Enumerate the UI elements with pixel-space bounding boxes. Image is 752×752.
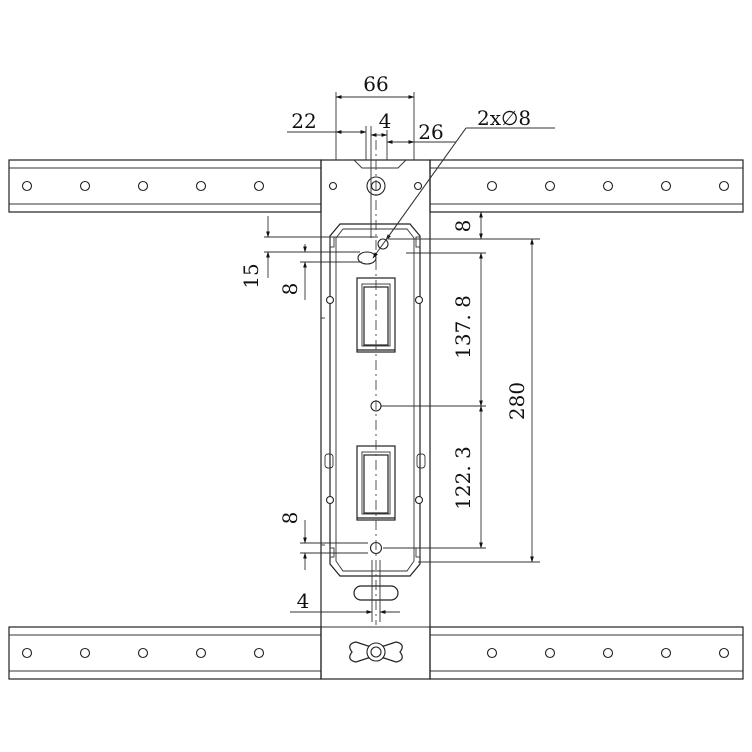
rail-hole [21,180,33,192]
top-left-rail [8,159,322,213]
top-right-rail [429,159,744,213]
rail-hole [718,647,730,659]
svg-text:8: 8 [278,512,302,525]
svg-text:137. 8: 137. 8 [451,295,475,359]
rail-hole [544,180,556,192]
rail-hole [21,647,33,659]
dim-left-chain: 15 8 [239,216,378,300]
svg-text:15: 15 [239,263,263,288]
rail-hole [253,647,265,659]
wing-nut [349,641,403,663]
rail-hole [486,647,498,659]
rail-hole [486,180,498,192]
rail-hole [602,180,614,192]
bottom-left-rail [8,626,322,680]
dim-lower-left-8: 8 [278,512,368,570]
svg-text:8: 8 [451,220,475,233]
dim-66: 66 [335,72,415,160]
svg-text:280: 280 [505,382,529,420]
hole-spec-leader: 2x∅8 [372,106,555,259]
rail-hole [79,180,91,192]
svg-text:2x∅8: 2x∅8 [477,106,531,130]
dim-bottom-4: 4 [290,560,400,622]
rail-hole [195,647,207,659]
svg-text:8: 8 [278,283,302,296]
rail-hole [544,647,556,659]
rail-hole [253,180,265,192]
dim-22-4-26: 22 4 26 [287,109,456,238]
rail-hole [137,647,149,659]
svg-text:26: 26 [418,120,443,144]
center-plate [320,159,431,680]
svg-text:122. 3: 122. 3 [451,446,475,510]
rail-hole [79,647,91,659]
svg-text:4: 4 [297,589,310,613]
svg-text:4: 4 [379,109,392,133]
bottom-right-rail [429,626,744,680]
svg-text:66: 66 [363,72,388,96]
rail-hole [195,180,207,192]
rail-hole [718,180,730,192]
rail-hole [137,180,149,192]
rail-hole [660,180,672,192]
dim-right-chain: 8 137. 8 122. 3 280 [381,211,540,563]
rail-hole [660,647,672,659]
svg-text:22: 22 [291,109,316,133]
rail-hole [602,647,614,659]
